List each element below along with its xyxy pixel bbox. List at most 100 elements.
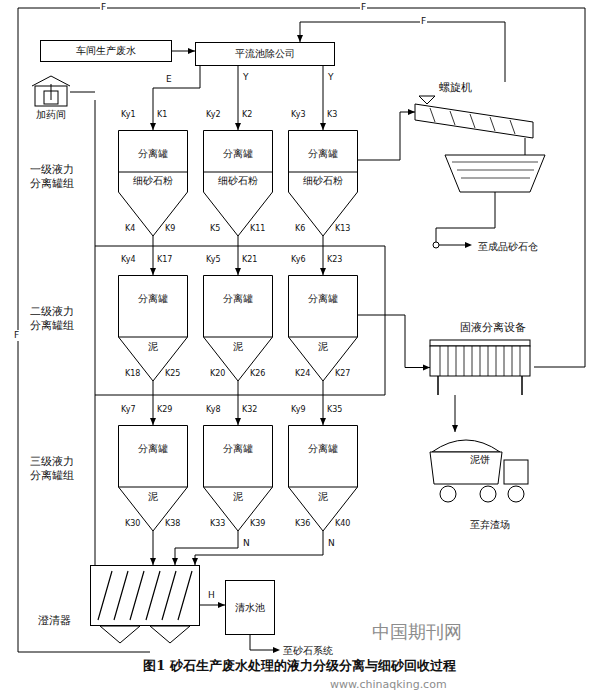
caption-holder: 图1 砂石生产废水处理的液力分级分离与细砂回收过程 [0, 658, 599, 674]
pipe-code: F [420, 16, 427, 27]
spiral-outlet [525, 138, 526, 155]
arrow-head [172, 558, 178, 565]
valve-number-holder: K38 [164, 519, 181, 529]
press-frame [430, 346, 530, 376]
tank-divider [119, 172, 188, 173]
valve-number-holder: K9 [164, 224, 176, 234]
sludge-hopper [100, 626, 140, 643]
valve-number-holder: Ky4 [120, 255, 137, 265]
node-label: 分离罐 [203, 148, 273, 160]
inclined-plates [98, 571, 192, 620]
node-sublabel: 细砂石粉 [203, 175, 273, 187]
valve-number: K38 [164, 519, 181, 529]
group-label-holder: 一级液力 分离罐组 [28, 163, 76, 191]
flow-connector [192, 535, 323, 565]
tank-outline [289, 426, 358, 532]
pipe-code-holder: F [420, 16, 427, 27]
flow-line [358, 315, 430, 368]
dewatering-screen [445, 155, 545, 192]
flow-arrow [273, 647, 280, 653]
valve-number: K1 [156, 110, 168, 120]
node-label: 分离罐 [203, 293, 273, 305]
tank-divider [204, 487, 273, 488]
valve-number-holder: K6 [294, 224, 306, 234]
dosing-room: 加药间 [32, 76, 70, 106]
node-label: 清水池 [235, 602, 265, 614]
press-legs [438, 376, 522, 395]
tank-outline [204, 276, 273, 382]
tank-outlet [323, 236, 324, 240]
node-label: 分离罐 [288, 293, 358, 305]
valve-number-holder: K20 [209, 369, 226, 379]
pipe-code: F [13, 330, 20, 341]
flow-connector [172, 535, 238, 565]
pipe-code-holder: H [207, 590, 216, 601]
valve-number-holder: K36 [294, 519, 311, 529]
valve-number-holder: K40 [334, 519, 351, 529]
tank-divider [289, 487, 358, 488]
valve-number-holder: K13 [334, 224, 351, 234]
valve-number: Ky3 [290, 110, 307, 120]
clarifier-body [91, 566, 200, 626]
valve-number-holder: K18 [124, 369, 141, 379]
arrow-head [150, 268, 156, 275]
valve-number: K21 [241, 255, 258, 265]
tank-outline [119, 131, 188, 237]
node-label: 分离罐 [288, 443, 358, 455]
valve-number-holder: K25 [164, 369, 181, 379]
manifold-pipe [95, 246, 385, 395]
arrow-head [218, 602, 225, 608]
manifold-pipe [95, 100, 96, 565]
tank-divider [119, 487, 188, 488]
node-sublabel: 泥 [118, 491, 188, 503]
arrow-head [423, 365, 430, 371]
filter-plates [440, 346, 520, 376]
truck-bed [430, 452, 502, 484]
pipe-code: Y [327, 72, 335, 83]
mud-pile [432, 440, 500, 452]
valve-number: Ky8 [205, 405, 222, 415]
tank-outline [204, 426, 273, 532]
tank-outlet [238, 236, 239, 240]
flow-line [238, 66, 239, 130]
node-sublabel: 泥 [118, 341, 188, 353]
valve-number-holder: K4 [124, 224, 136, 234]
valve-number-holder: K11 [249, 224, 266, 234]
valve-number-holder: K23 [326, 255, 343, 265]
clarifier: 澄清器 [90, 565, 200, 645]
node-label: 澄清器 [38, 615, 200, 627]
flow-connector [358, 315, 430, 371]
node-label: 加药间 [32, 109, 70, 121]
node-label: 分离罐 [118, 293, 188, 305]
tank-outlet [153, 381, 154, 385]
arrow-head [297, 35, 303, 42]
spiral-blades [430, 108, 515, 134]
watermark-holder: www.chinaqking.com [330, 678, 447, 692]
arrow-head [235, 268, 241, 275]
group-label: 一级液力 分离罐组 [28, 163, 76, 191]
pipe-code-holder: E [165, 74, 173, 85]
flow-connector [172, 48, 195, 54]
valve-number: K4 [124, 224, 136, 234]
valve-number-holder: K27 [334, 369, 351, 379]
valve-number: K39 [249, 519, 266, 529]
node-label: 分离罐 [288, 148, 358, 160]
tank-outline [289, 131, 358, 237]
arrow-head [452, 425, 458, 432]
spiral-classifier: 螺旋机 [415, 82, 535, 140]
group-label-holder: 三级液力 分离罐组 [28, 455, 76, 483]
node-sublabel: 泥 [203, 491, 273, 503]
watermark-holder: 中国期刊网 [372, 620, 462, 643]
truck-cab [504, 460, 528, 484]
pipe-joint [433, 242, 439, 248]
valve-number-holder: K26 [249, 369, 266, 379]
valve-number: K23 [326, 255, 343, 265]
pipe-code: E [165, 74, 173, 85]
tank-outline [204, 131, 273, 237]
pipe-code: F [100, 2, 107, 13]
node-label: 分离罐 [118, 443, 188, 455]
tank-outlet [238, 531, 239, 535]
valve-number: K32 [241, 405, 258, 415]
valve-number: K25 [164, 369, 181, 379]
flow-connector [150, 535, 156, 565]
